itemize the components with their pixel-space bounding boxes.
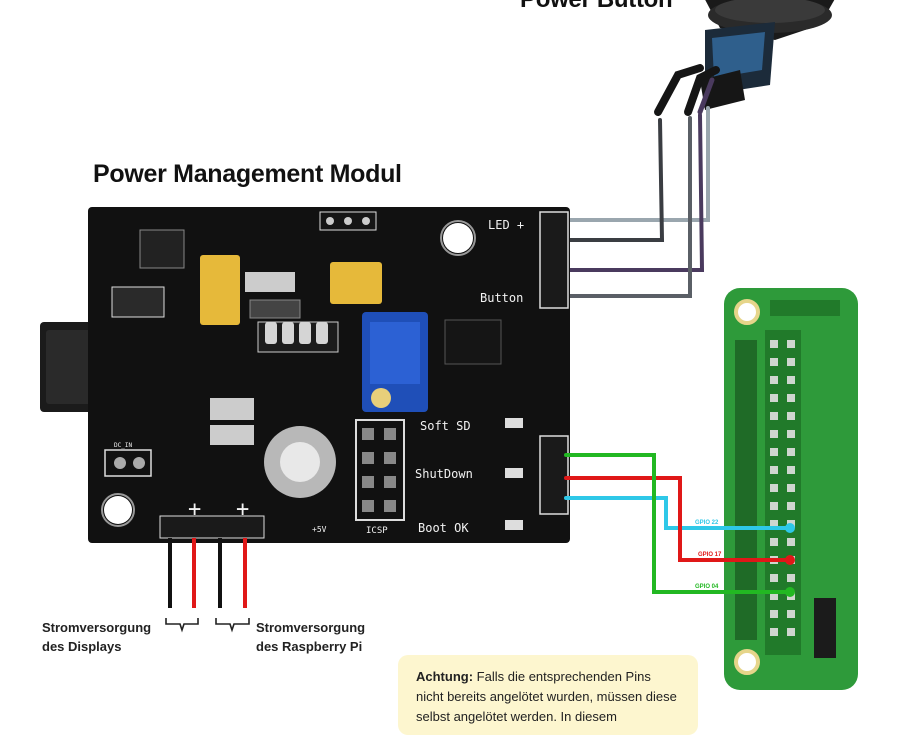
caption-pi-line1: Stromversorgung [256, 620, 366, 635]
pcb-labels: LED + Button Soft SD ShutDown Boot OK IC… [114, 218, 524, 536]
power-button-title: Power Button [520, 0, 673, 14]
note-bold: Achtung: [416, 669, 474, 684]
pcb-plus-2: + [236, 497, 249, 522]
gpio22-label: GPIO 22 [695, 520, 719, 526]
caption-display-line1: Stromversorgung [42, 620, 152, 635]
power-button [700, 0, 835, 110]
raspberry-pi-board [724, 288, 858, 690]
gpio17-label: GPIO 17 [698, 552, 722, 558]
label-led: LED + [488, 218, 524, 232]
power-wires [168, 538, 247, 608]
label-soft-sd: Soft SD [420, 419, 471, 433]
note-box: Achtung: Falls die entsprechenden Pins n… [398, 655, 698, 735]
wiring-diagram: + + LED + Button Soft SD ShutDown Boot O… [40, 0, 858, 690]
caption-pi-power: Stromversorgung des Raspberry Pi [256, 618, 365, 656]
label-icsp: ICSP [366, 526, 388, 536]
caption-display-power: Stromversorgung des Displays [42, 618, 151, 656]
caption-brackets [165, 618, 250, 633]
label-vcc: +5V [312, 525, 327, 534]
pcb-plus-1: + [188, 497, 201, 522]
label-dc-in: DC_IN [114, 442, 132, 449]
label-shutdown: ShutDown [415, 467, 473, 481]
button-wires [558, 64, 720, 298]
module-title: Power Management Modul [93, 160, 402, 188]
gpio-header-pins [770, 340, 795, 636]
gpio04-label: GPIO 04 [695, 584, 719, 590]
caption-display-line2: des Displays [42, 639, 122, 654]
pcb: + + [88, 207, 570, 543]
caption-pi-line2: des Raspberry Pi [256, 639, 363, 654]
label-boot-ok: Boot OK [418, 521, 469, 535]
label-button: Button [480, 291, 523, 305]
gpio-wires [564, 453, 795, 597]
